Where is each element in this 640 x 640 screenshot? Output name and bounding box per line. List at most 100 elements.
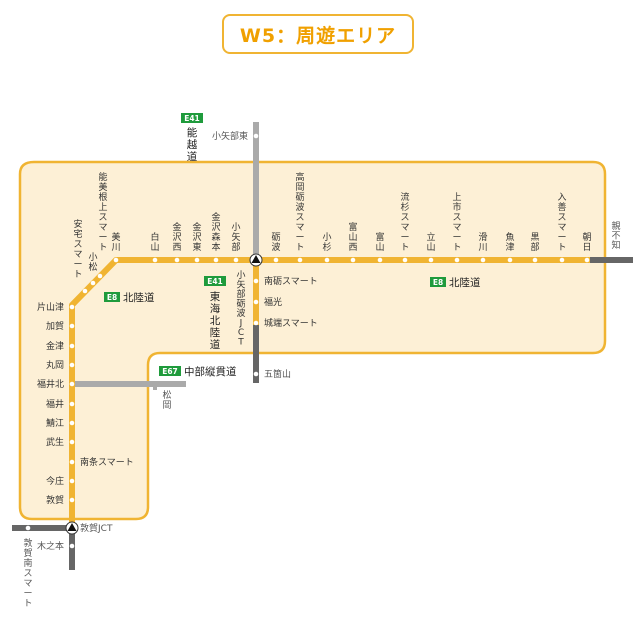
station-9-dot xyxy=(350,257,356,263)
touring-area xyxy=(18,160,607,521)
station-label-top-15: 魚津 xyxy=(505,231,514,253)
svg-text:E41: E41 xyxy=(184,114,200,123)
route-name-e41-top: 能越道 xyxy=(187,126,198,163)
station-15-dot xyxy=(507,257,513,263)
junction-marker-tsuruga xyxy=(65,521,79,535)
station-label-top-7: 高岡砺波スマート xyxy=(295,171,304,253)
left-station-7-dot xyxy=(69,439,75,445)
outside-kinomoto-dot xyxy=(69,543,75,549)
station-label-left-5: 福井 xyxy=(46,398,64,410)
station-label-top-18: 朝日 xyxy=(582,232,591,253)
station-label-top-14: 滑川 xyxy=(478,232,487,253)
station-label-top-8: 小杉 xyxy=(322,232,331,253)
station-14-dot xyxy=(480,257,486,263)
route-name-e8-left: 北陸道 xyxy=(123,291,155,304)
station-12-dot xyxy=(428,257,434,263)
jct-station-0-dot xyxy=(253,278,259,284)
route-badge-e8-top: E8 xyxy=(430,277,446,287)
left-station-4-dot xyxy=(69,381,75,387)
outside-tsuruga-minami-dot xyxy=(25,525,31,531)
station-label-top-11: 流杉スマート xyxy=(400,191,409,253)
left-station-9-dot xyxy=(69,478,75,484)
station-label-top-17: 入善スマート xyxy=(557,192,566,253)
station-label-left-3: 丸岡 xyxy=(46,359,64,371)
station-6-dot xyxy=(273,257,279,263)
left-station-5-dot xyxy=(69,401,75,407)
station-18-dot xyxy=(584,257,590,263)
outside-label-kinomoto: 木之本 xyxy=(37,540,64,552)
station-8-dot xyxy=(324,257,330,263)
station-label-top-13: 上市スマート xyxy=(452,192,461,253)
station-16-dot xyxy=(532,257,538,263)
station-10-dot xyxy=(377,257,383,263)
station-label-left-10: 敦賀 xyxy=(46,494,64,506)
station-label-left-2: 金津 xyxy=(46,340,64,352)
route-name-e8-top: 北陸道 xyxy=(449,276,481,289)
station-label-top-6: 砺波 xyxy=(271,232,280,253)
station-label-top-1: 白山 xyxy=(150,231,159,253)
station-7-dot xyxy=(297,257,303,263)
station-label-top-9: 富山西 xyxy=(348,221,357,253)
left-station-10-dot xyxy=(69,497,75,503)
station-label-diag-1: 小松 xyxy=(88,252,97,273)
station-1-dot xyxy=(152,257,158,263)
svg-text:E8: E8 xyxy=(433,278,443,287)
jct-station-1-dot xyxy=(253,299,259,305)
diag-station-1-dot xyxy=(90,280,96,286)
left-station-0-dot xyxy=(69,304,75,310)
outside-label-oyashirazu: 親不知 xyxy=(611,220,620,251)
outside-label-tsuruga-minami: 敦賀南スマート xyxy=(23,537,32,609)
outside-gokayama-dot xyxy=(253,371,259,377)
jct-label-tsuruga: 敦賀JCT xyxy=(80,522,113,534)
svg-text:E67: E67 xyxy=(162,367,178,376)
left-station-3-dot xyxy=(69,362,75,368)
station-label-top-16: 黒部 xyxy=(530,232,539,253)
svg-text:E8: E8 xyxy=(107,293,117,302)
station-label-top-3: 金沢東 xyxy=(192,221,201,253)
station-label-jct-2: 城端スマート xyxy=(264,317,318,329)
diag-station-0-dot xyxy=(97,273,103,279)
left-station-2-dot xyxy=(69,343,75,349)
junction-marker-oyabe xyxy=(249,253,263,267)
outside-oyabe-higashi-dot xyxy=(253,133,259,139)
diag-station-2-dot xyxy=(82,288,88,294)
station-label-jct-0: 南砺スマート xyxy=(264,275,318,287)
station-2-dot xyxy=(174,257,180,263)
route-badge-e41-mid: E41 xyxy=(204,276,226,286)
station-label-left-4: 福井北 xyxy=(37,378,64,390)
station-11-dot xyxy=(402,257,408,263)
map-title: W5：周遊エリア xyxy=(222,14,414,54)
station-label-diag-0: 能美根上スマート xyxy=(98,171,107,253)
station-label-top-2: 金沢西 xyxy=(172,221,181,253)
route-name-e41-mid: 東海北陸道 xyxy=(210,290,221,351)
station-labels: 美川白山金沢西金沢東金沢森本小矢部砺波高岡砺波スマート小杉富山西富山流杉スマート… xyxy=(23,130,620,609)
station-label-top-5: 小矢部 xyxy=(231,222,240,253)
station-13-dot xyxy=(454,257,460,263)
station-label-left-6: 鯖江 xyxy=(46,417,64,429)
left-station-6-dot xyxy=(69,420,75,426)
station-label-left-0: 片山津 xyxy=(37,301,64,313)
station-label-left-9: 今庄 xyxy=(46,475,64,487)
outside-label-oyabe-higashi: 小矢部東 xyxy=(212,130,248,142)
route-badge-e8-left: E8 xyxy=(104,292,120,302)
station-label-left-1: 加賀 xyxy=(46,320,64,332)
station-label-left-8: 南条スマート xyxy=(80,456,134,468)
left-station-8-dot xyxy=(69,459,75,465)
station-4-dot xyxy=(213,257,219,263)
station-label-diag-2: 安宅スマート xyxy=(73,218,82,280)
station-dots xyxy=(25,133,590,549)
outside-label-gokayama: 五箇山 xyxy=(264,368,291,380)
station-0-dot xyxy=(113,257,119,263)
station-label-top-12: 立山 xyxy=(426,231,435,253)
outside-lines xyxy=(12,122,633,570)
route-badge-e67: E67 xyxy=(159,366,181,376)
station-label-top-10: 富山 xyxy=(375,231,384,253)
station-label-top-4: 金沢森本 xyxy=(211,211,220,253)
route-name-e67: 中部縦貫道 xyxy=(184,365,237,378)
svg-text:E41: E41 xyxy=(207,277,223,286)
jct-station-2-dot xyxy=(253,320,259,326)
station-5-dot xyxy=(233,257,239,263)
station-17-dot xyxy=(559,257,565,263)
